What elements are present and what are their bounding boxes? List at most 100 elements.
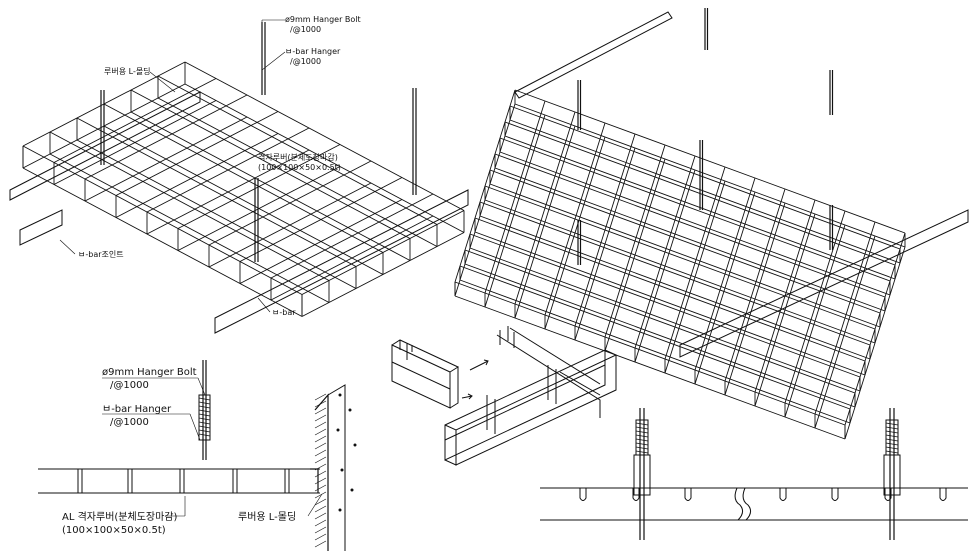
spring-coil (635, 430, 649, 434)
grid-bar-top (814, 221, 876, 415)
wall-hatch (314, 477, 327, 485)
section-left-annotations: ø9mm Hanger Bolt /@1000 ㅂ-bar Hanger /@1… (62, 367, 323, 536)
wall-hatch (314, 519, 327, 527)
wall-aggregate-dot (348, 408, 352, 412)
bar-joint-assembly-detail (391, 326, 618, 466)
label-hanger-spacing: /@1000 (290, 57, 321, 66)
grid-bar-bottom (494, 167, 886, 312)
spring-coil (198, 405, 211, 409)
grid-bar-top (454, 281, 846, 426)
spring-coil (885, 422, 899, 426)
louver-blade-section (284, 469, 290, 493)
wall-aggregate-dot (340, 468, 344, 472)
grid-bar-bottom (22, 167, 303, 317)
grid-bar-top (544, 122, 606, 316)
grid-bar-top (494, 153, 886, 298)
louver-blade-section (779, 488, 787, 501)
grid-bar-bottom (484, 114, 546, 308)
spring-coil (885, 430, 899, 434)
label-hanger: ㅂ-bar Hanger (285, 47, 341, 56)
grid-bar-bottom (634, 169, 696, 363)
wall-hatch (314, 421, 327, 429)
main-carrier-bar-back (514, 11, 673, 99)
grid-bar-bottom (784, 224, 846, 418)
grid-bar-bottom (754, 213, 816, 407)
grid-bar-bottom (103, 125, 384, 275)
section-label-hanger-bolt-spacing: /@1000 (110, 380, 149, 391)
grid-bar-bottom (604, 158, 666, 352)
grid-bar-bottom (459, 279, 851, 424)
wall-aggregate-dot (338, 393, 342, 397)
grid-bar-bottom (208, 182, 372, 268)
grid-bar-top (484, 185, 876, 330)
spring-coil (198, 429, 211, 433)
spring-coil (885, 450, 899, 454)
grid-bar-top (694, 177, 756, 371)
grid-bar-top (22, 145, 303, 295)
spring-coil (198, 409, 211, 413)
hanger-spring (198, 394, 211, 441)
grid-bar-bottom (454, 295, 846, 440)
wall-hatch (314, 435, 327, 443)
grid-bar-top (130, 89, 411, 239)
label-hanger-bolt-spacing: /@1000 (290, 25, 321, 34)
top-left-annotations: ø9mm Hanger Bolt /@1000 ㅂ-bar Hanger /@1… (59, 15, 361, 317)
grid-bar-top (489, 169, 881, 314)
section-view-left (38, 360, 357, 551)
wall-back (327, 384, 346, 551)
grid-bar-top (509, 105, 901, 250)
spring-coil (198, 421, 211, 425)
louver-blade-section (579, 488, 587, 501)
wall-hatch (314, 491, 327, 499)
grid-bar-bottom (130, 111, 411, 261)
grid-bar-bottom (574, 147, 636, 341)
main-carrier-bar-front (214, 189, 469, 334)
grid-bar-top (157, 75, 438, 225)
grid-bar-bottom (146, 149, 310, 235)
grid-bar-bottom (489, 183, 881, 328)
grid-bar-bottom (514, 103, 906, 248)
grid-bar-top (76, 117, 357, 267)
l-molding-back (9, 91, 201, 201)
wall-hatch (314, 533, 327, 541)
spring-coil (198, 397, 211, 401)
wall-hatch (314, 407, 327, 415)
spring-coil (635, 450, 649, 454)
grid-bar-top (459, 265, 851, 410)
grid-bar-top (103, 103, 384, 253)
grid-bar-top (464, 249, 856, 394)
louver-blade-section (831, 488, 839, 501)
louver-blade-section (684, 488, 692, 501)
spring-coil (635, 438, 649, 442)
section-label-louver: AL 격자루버(분체도장마감) (62, 510, 177, 523)
section-view-right (540, 408, 968, 540)
wall-aggregate-dot (336, 428, 340, 432)
break-line (742, 487, 752, 521)
spring-coil (198, 417, 211, 421)
spring-coil (635, 442, 649, 446)
hanger-clip (883, 454, 901, 496)
wall-hatch (314, 442, 327, 450)
grid-bar-top (177, 144, 341, 229)
grid-bar-bottom (664, 180, 726, 374)
louver-blade-section (179, 469, 185, 493)
grid-bar-bottom (49, 153, 330, 303)
grid-bar-top (784, 210, 846, 404)
grid-bar-top (484, 100, 546, 294)
section-label-hanger-spacing: /@1000 (110, 417, 149, 428)
spring-coil (885, 426, 899, 430)
wall-hatch (314, 470, 327, 478)
hanger-clip (633, 454, 651, 496)
section-label-l-molding: 루버용 L-몰딩 (238, 511, 296, 523)
section-label-louver-size: (100×100×50×0.5t) (62, 525, 166, 536)
grid-bar-top (53, 78, 217, 163)
grid-bar-top (146, 127, 310, 213)
grid-bar-top (115, 111, 279, 196)
grid-bar-bottom (479, 215, 871, 360)
hanger-rods-left (100, 22, 417, 262)
spring-coil (635, 426, 649, 430)
grid-bar-top (724, 188, 786, 382)
wall-hatch (314, 456, 327, 464)
isometric-grid-left (9, 61, 469, 334)
